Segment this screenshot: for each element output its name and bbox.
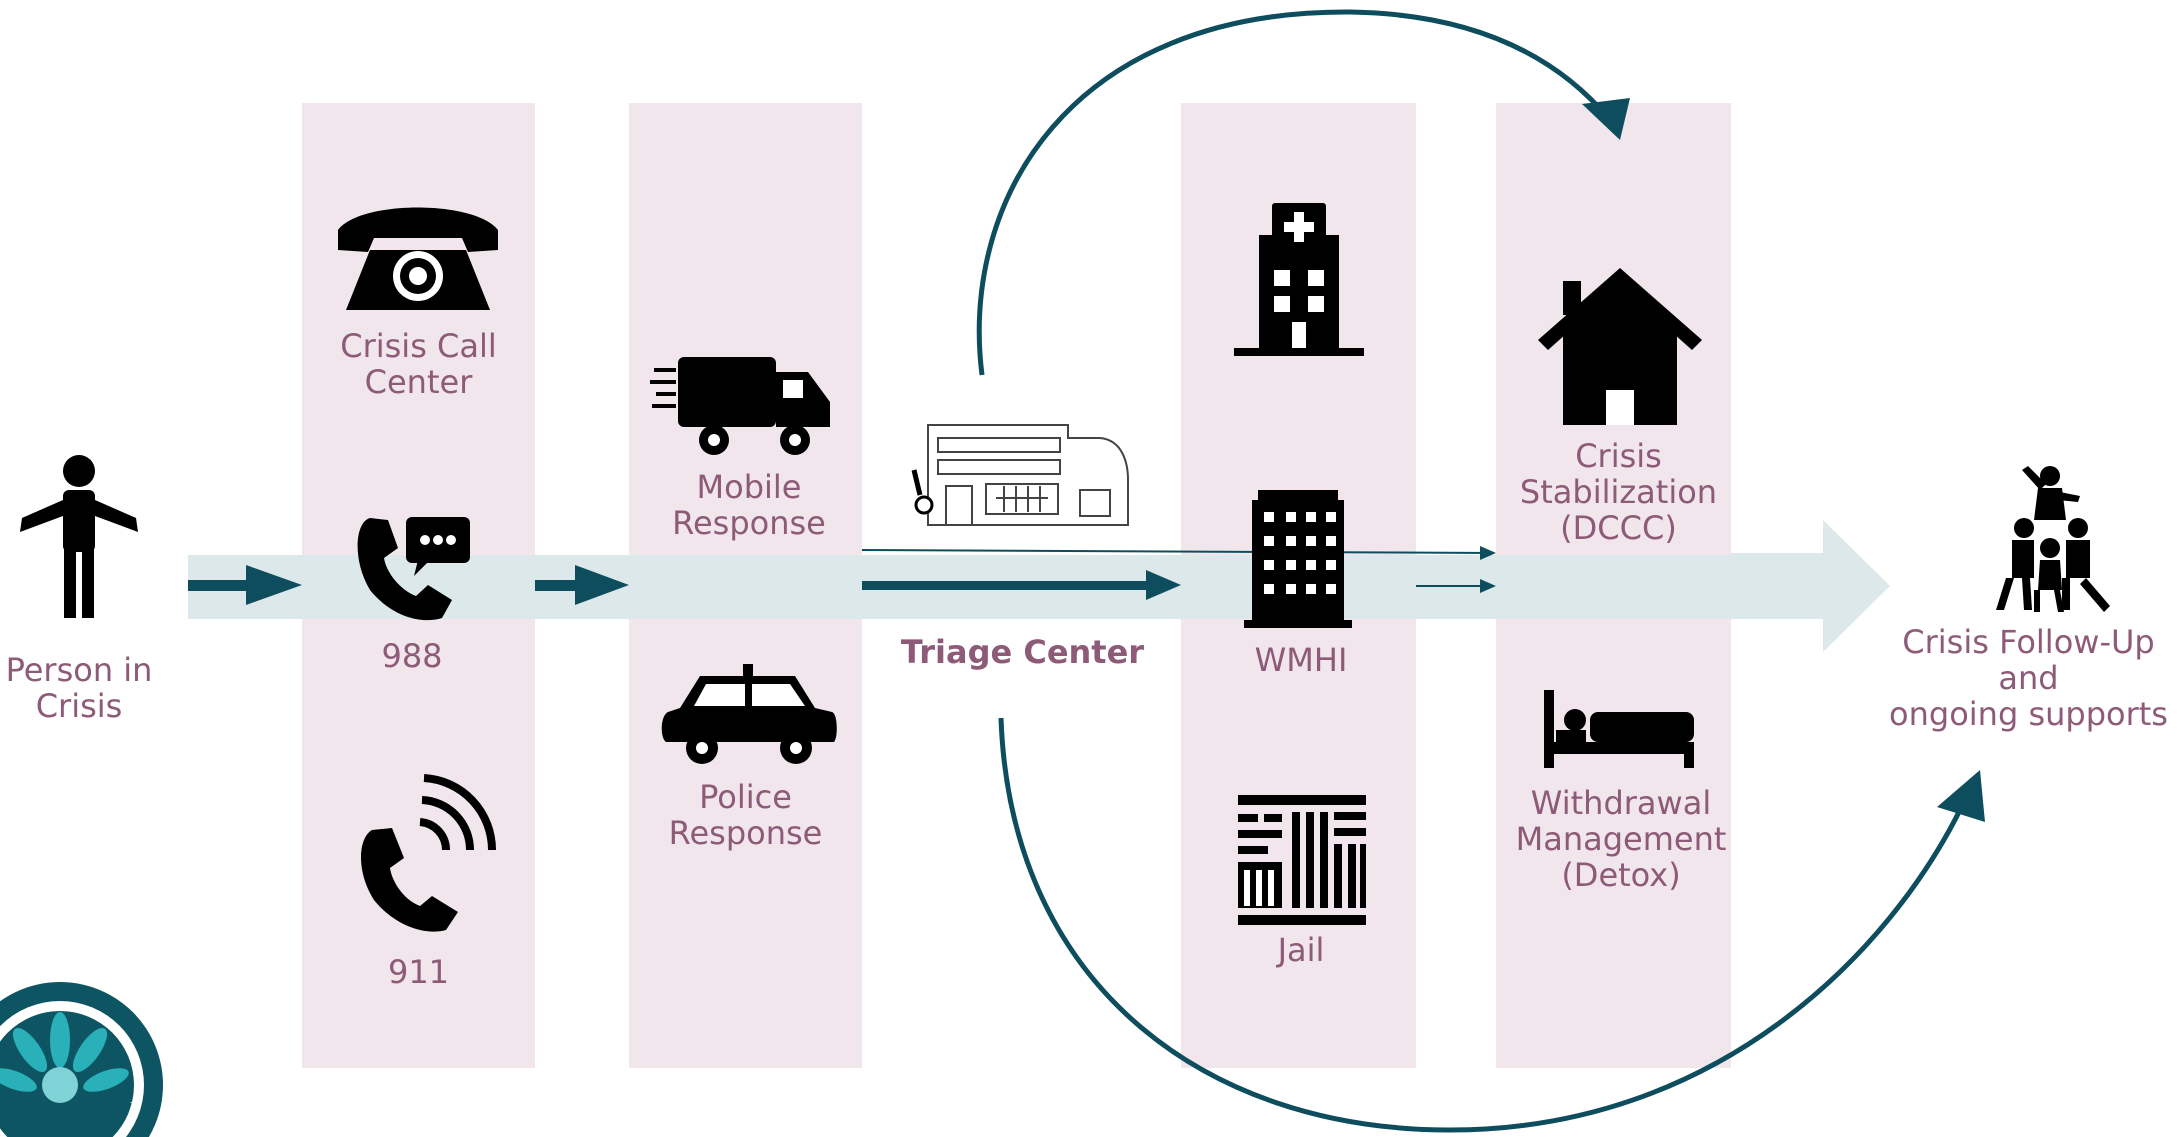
arc-to-followup [998,717,1963,1133]
label-triage-center: Triage Center [900,633,1145,671]
label-police-response: Police Response [668,778,823,852]
label-911: 911 [387,953,450,991]
label-crisis-call-center: Crisis Call Center [340,327,497,401]
agency-seal-logo [0,982,163,1137]
bed-icon [1544,690,1694,768]
label-mobile-response: Mobile Response [672,468,826,542]
label-crisis-stabilization: Crisis Stabilization (DCCC) [1519,437,1718,547]
group-support-icon [1996,466,2110,612]
label-jail: Jail [1277,931,1325,969]
arc-top-arrowhead [1582,98,1630,140]
rotary-phone-icon [338,207,498,310]
person-icon [20,455,138,618]
label-988: 988 [381,637,443,675]
phone-ringing-icon [361,774,497,932]
flow-arrows [188,546,1496,605]
house-icon [1538,268,1702,425]
police-car-icon [661,664,837,764]
label-withdrawal-management: Withdrawal Management (Detox) [1515,784,1727,894]
triage-building-icon [911,424,1129,526]
label-wmhi: WMHI [1254,641,1348,679]
jail-icon [1238,795,1366,925]
phone-chat-icon [357,517,470,621]
arc-to-stabilization [976,9,1612,376]
label-crisis-follow-up: Crisis Follow-Up and ongoing supports [1889,623,2168,733]
ambulance-icon [650,357,830,455]
office-building-icon [1244,490,1352,628]
label-person-in-crisis: Person in Crisis [5,651,153,725]
arc-bottom-arrowhead [1937,770,1985,822]
hospital-icon [1234,203,1364,356]
